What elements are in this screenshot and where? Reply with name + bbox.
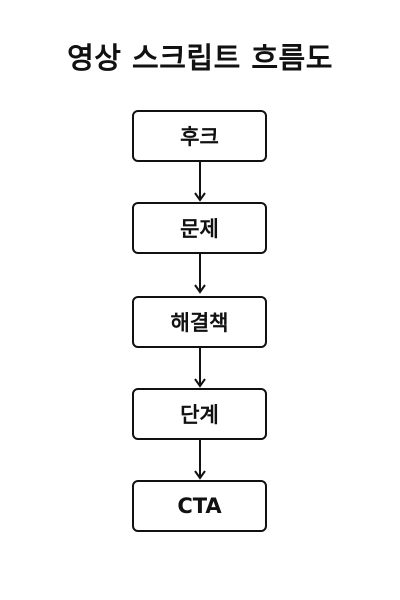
step-label: 해결책 [170,311,229,335]
diagram-title: 영상 스크립트 흐름도 [67,41,333,75]
step-label: CTA [177,494,222,518]
step-box-problem: 문제 [132,202,267,254]
step-box-hook: 후크 [132,110,267,162]
flow-arrow [194,162,206,202]
step-box-solution: 해결책 [132,296,267,348]
flow-arrow [194,348,206,388]
flow-arrow [194,440,206,480]
step-label: 단계 [180,403,219,427]
step-label: 문제 [180,217,219,241]
step-box-steps: 단계 [132,388,267,440]
flow-arrow [194,254,206,294]
step-box-cta: CTA [132,480,267,532]
step-label: 후크 [180,125,219,149]
